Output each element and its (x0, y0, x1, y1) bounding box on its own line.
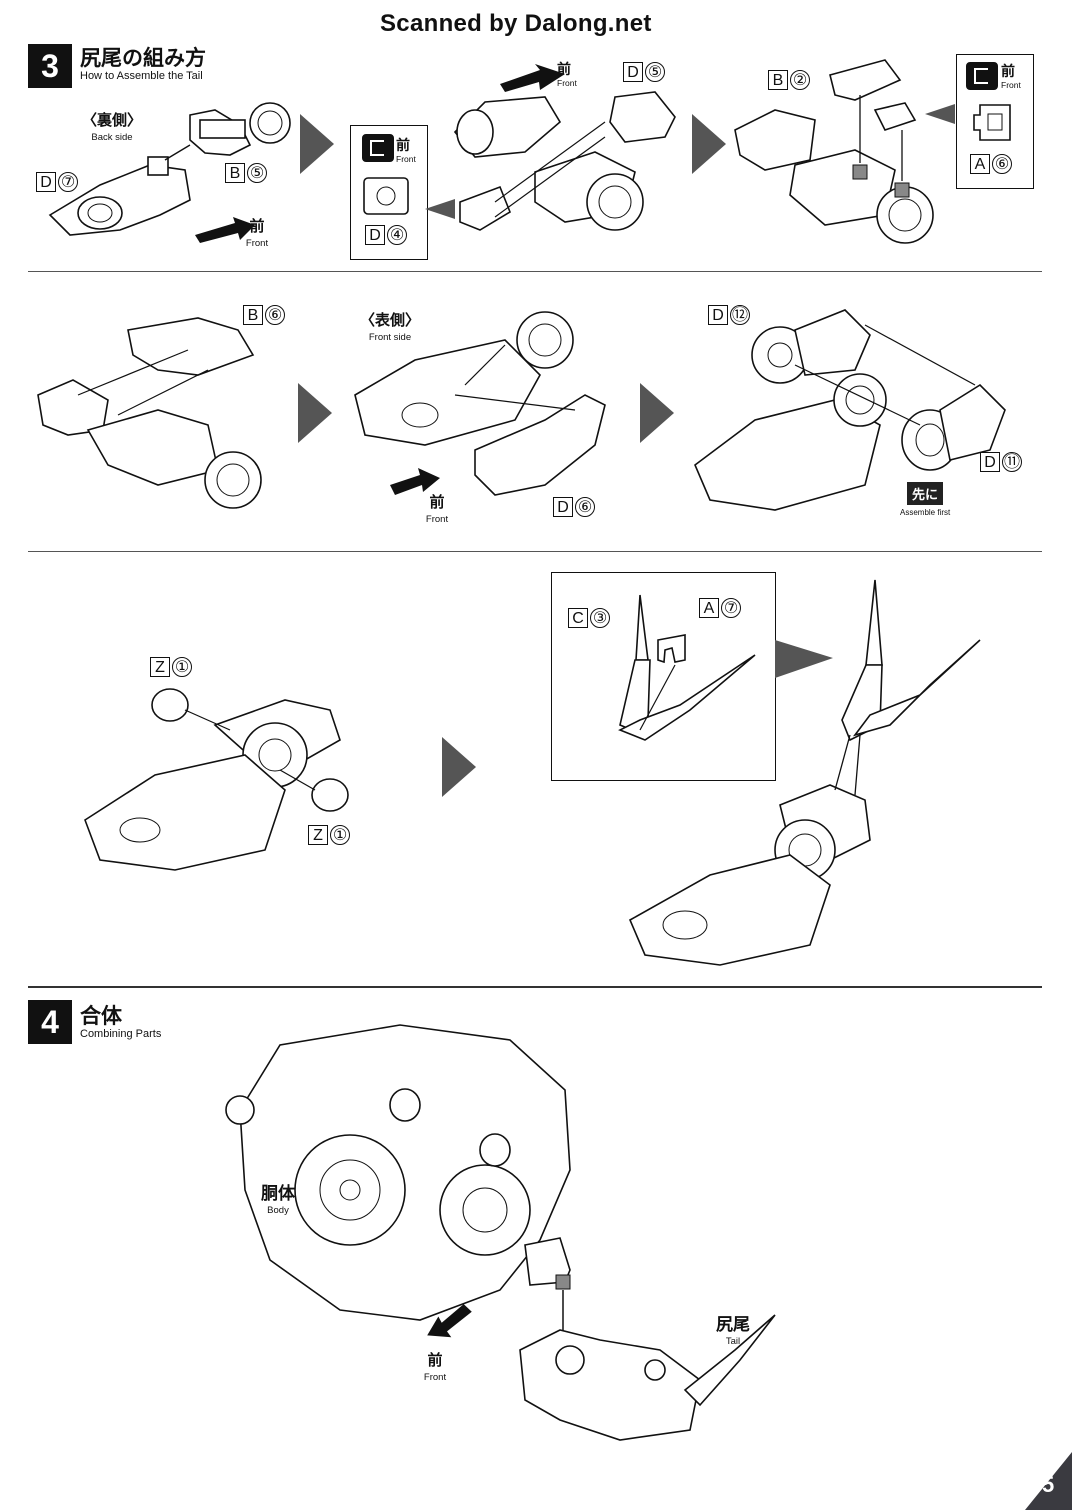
detail-pointer-2 (925, 104, 955, 124)
a6-part-illustration (973, 104, 1011, 141)
tail-b2-assembly-illustration (734, 59, 934, 244)
page-number: 5 (1042, 1472, 1055, 1497)
step-3-subtitle: How to Assemble the Tail (80, 70, 203, 82)
d4-part-illustration (363, 177, 409, 215)
step-4-number: 4 (28, 1000, 72, 1044)
tail-b6-assembly-illustration (37, 317, 262, 509)
next-arrow-2 (692, 114, 726, 174)
front-side-label: 〈表側〉Front side (360, 312, 421, 343)
tail-front-side-illustration (354, 311, 606, 496)
tail-d12-d11-assembly-illustration (694, 309, 1006, 511)
step-4-title: 合体 (80, 1005, 122, 1028)
divider-2 (28, 551, 1042, 552)
back-side-label: 〈裏側〉Back side (82, 112, 143, 143)
front-direction-icon-2 (966, 62, 998, 90)
step-4-subtitle: Combining Parts (80, 1028, 162, 1040)
next-arrow-4 (640, 383, 674, 443)
detail-pointer-3 (775, 640, 833, 678)
step-3-title: 尻尾の組み方 (80, 47, 206, 70)
step-3-number: 3 (28, 44, 72, 88)
c3-a7-tail-spike-illustration (618, 594, 756, 741)
divider-1 (28, 271, 1042, 272)
assemble-first-badge: 先に (907, 482, 944, 505)
tail-part-back-illustration (48, 102, 291, 243)
divider-3 (28, 986, 1042, 988)
tail-spike-attached-illustration (628, 579, 981, 966)
assemble-first-caption: Assemble first (900, 508, 951, 517)
combined-zoid-illustration (225, 1024, 776, 1441)
next-arrow-5 (442, 737, 476, 797)
scan-watermark: Scanned by Dalong.net (380, 10, 652, 37)
next-arrow-3 (298, 383, 332, 443)
detail-pointer-1 (425, 199, 455, 219)
next-arrow-1 (300, 114, 334, 174)
front-direction-icon (362, 134, 394, 162)
tail-front-assembly-illustration (453, 64, 676, 231)
tail-z1-assembly-illustration (84, 688, 349, 871)
